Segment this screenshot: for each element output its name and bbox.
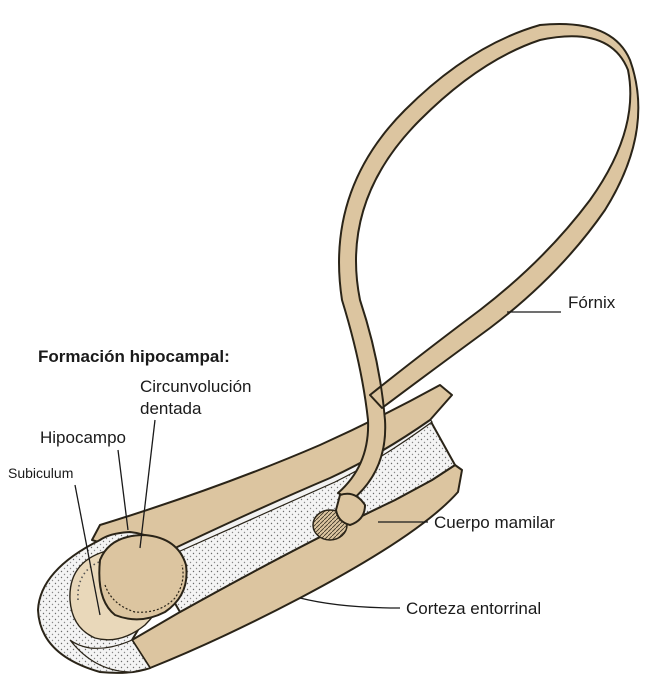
label-fornix: Fórnix: [568, 293, 616, 312]
fornix-loop: [338, 24, 638, 500]
label-corteza-entorrinal: Corteza entorrinal: [406, 599, 541, 618]
label-circunvolucion-line1: Circunvolución: [140, 377, 252, 396]
label-circunvolucion-line2: dentada: [140, 399, 202, 418]
fornix: [313, 24, 638, 540]
label-subiculum: Subiculum: [8, 465, 73, 481]
label-cuerpo-mamilar: Cuerpo mamilar: [434, 513, 555, 532]
label-hipocampo: Hipocampo: [40, 428, 126, 447]
dentate-gyrus: [99, 535, 186, 619]
leader-corteza-entorrinal: [300, 598, 400, 608]
diagram-title: Formación hipocampal:: [38, 347, 230, 366]
